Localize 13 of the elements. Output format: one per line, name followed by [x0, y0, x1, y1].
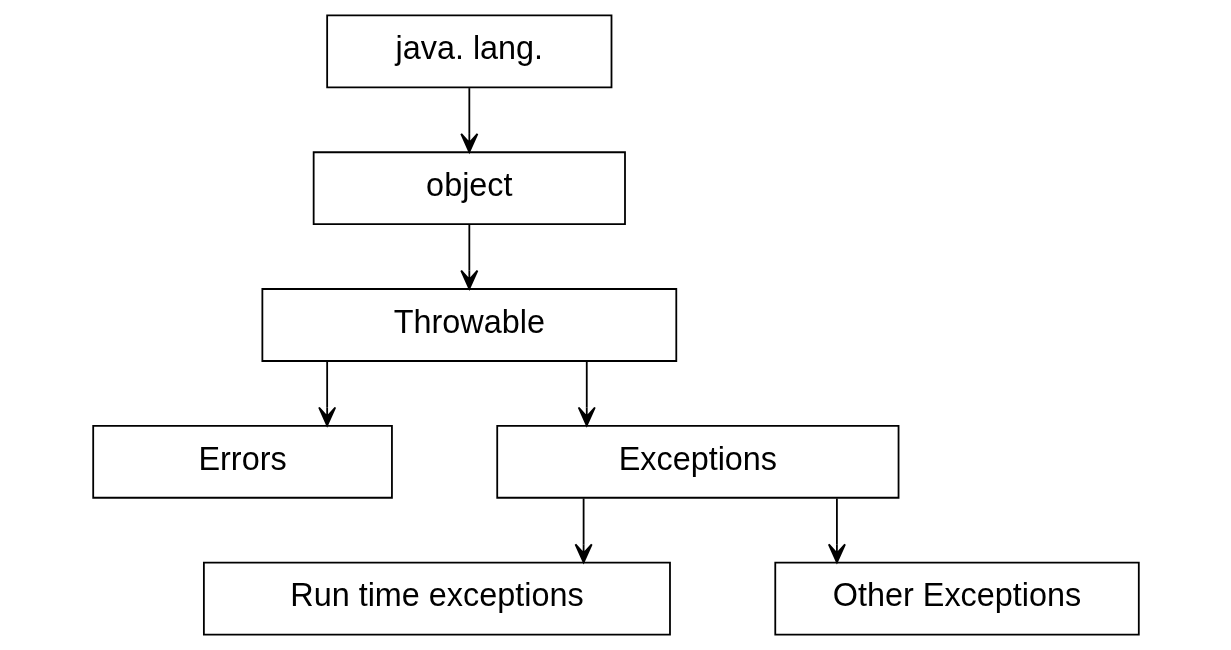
arrow [459, 87, 478, 153]
arrow [577, 360, 596, 427]
node-box: java. lang. [325, 14, 612, 89]
node-box: Other Exceptions [773, 561, 1140, 636]
arrow [574, 497, 593, 564]
arrow [317, 360, 336, 427]
node-box: Errors [91, 424, 393, 499]
arrow [827, 497, 846, 564]
node-box: Exceptions [495, 424, 899, 499]
node-box: Throwable [260, 288, 677, 362]
node-box: Run time exceptions [202, 561, 671, 636]
node-box: object [312, 151, 626, 226]
arrow [459, 224, 478, 290]
